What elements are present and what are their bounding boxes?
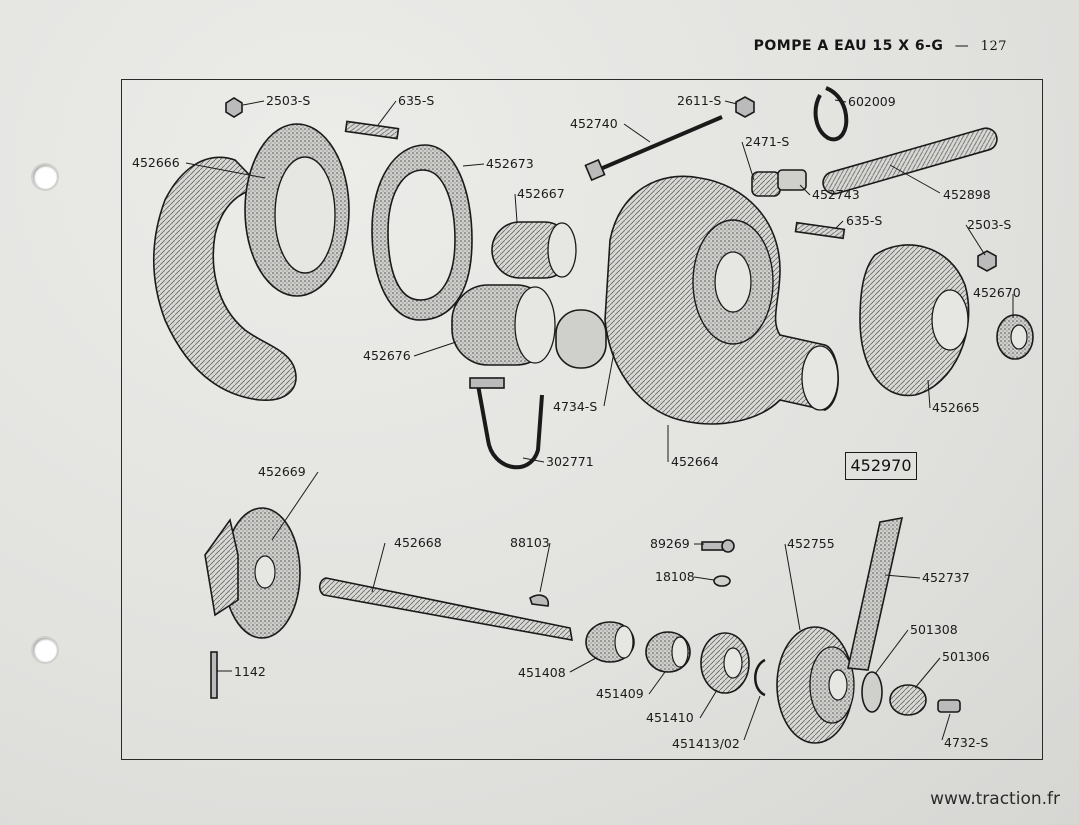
bushing-452667-bore [547, 222, 577, 278]
circlip-451413-02 [754, 658, 766, 697]
label-452666: 452666 [132, 155, 180, 170]
ring-451409-bore [671, 636, 689, 668]
nut-2611-s [735, 96, 755, 118]
label-452667: 452667 [517, 186, 565, 201]
drawing-frame [121, 79, 1043, 760]
label-501306: 501306 [942, 649, 990, 664]
page-title: POMPE A EAU 15 X 6-G [753, 38, 944, 54]
shaft-452668 [318, 577, 573, 641]
union-2471-s [751, 171, 781, 197]
label-452755: 452755 [787, 536, 835, 551]
nut-501306 [889, 684, 927, 716]
label-4732-s: 4732-S [944, 735, 988, 750]
label-2471-s: 2471-S [745, 134, 789, 149]
washer-18108 [713, 575, 731, 587]
part-labels: 2503-S 635-S 452666 452673 452740 2611-S… [132, 93, 1021, 751]
flange-bore [274, 156, 336, 274]
label-452737: 452737 [922, 570, 970, 585]
label-89269: 89269 [650, 536, 690, 551]
label-451413-02: 451413/02 [672, 736, 740, 751]
nut-2503-s-top [225, 97, 243, 118]
belt-452737 [847, 516, 904, 671]
cover-452665 [859, 244, 970, 397]
label-4734-s: 4734-S [553, 399, 597, 414]
label-452743: 452743 [812, 187, 860, 202]
sleeve-452676-bore [514, 286, 556, 364]
label-451409: 451409 [596, 686, 644, 701]
label-2503-s-right: 2503-S [967, 217, 1011, 232]
nut-2503-s-right [977, 250, 997, 272]
label-501308: 501308 [910, 622, 958, 637]
label-452664: 452664 [671, 454, 719, 469]
header-separator: — [954, 38, 970, 54]
clamp-302771-bolt [469, 377, 505, 389]
impeller-hub [254, 555, 276, 589]
label-602009: 602009 [848, 94, 896, 109]
impeller-vanes [204, 518, 239, 617]
label-302771: 302771 [546, 454, 594, 469]
binder-hole-top [33, 165, 57, 189]
page-number: 127 [980, 39, 1007, 54]
elbow-hose-452666 [152, 156, 297, 401]
hose-clip-602009 [813, 86, 849, 142]
key-88103 [529, 594, 550, 607]
ring-451408-bore [614, 625, 634, 659]
rod-452898 [822, 127, 998, 195]
bolt-452740-head [584, 158, 606, 182]
label-451408: 451408 [518, 665, 566, 680]
label-452676: 452676 [363, 348, 411, 363]
label-452668: 452668 [394, 535, 442, 550]
pulley-452755-bore [828, 669, 848, 701]
nut-452670-bore [1010, 324, 1028, 350]
label-452669: 452669 [258, 464, 306, 479]
bolt-452740 [597, 115, 723, 172]
watermark-url: www.traction.fr [930, 789, 1060, 809]
label-1142: 1142 [234, 664, 266, 679]
page-header: POMPE A EAU 15 X 6-G — 127 [754, 38, 1007, 54]
assembly-reference-box: 452970 [845, 452, 917, 480]
binder-hole-bottom [33, 638, 57, 662]
label-88103: 88103 [510, 535, 550, 550]
pump-body-bore [714, 251, 752, 313]
label-18108: 18108 [655, 569, 695, 584]
leader-lines [185, 99, 1014, 741]
gasket-452673 [371, 144, 473, 321]
pump-outlet [801, 345, 839, 411]
label-452740: 452740 [570, 116, 618, 131]
label-451410: 451410 [646, 710, 694, 725]
pin-1142 [210, 651, 218, 699]
label-2503-s-top: 2503-S [266, 93, 310, 108]
union-452743 [777, 169, 807, 191]
cover-452665-bore [931, 289, 969, 351]
clamp-302771 [476, 384, 544, 470]
label-452898: 452898 [943, 187, 991, 202]
label-635-s-top: 635-S [398, 93, 434, 108]
label-2611-s: 2611-S [677, 93, 721, 108]
label-635-s-right: 635-S [846, 213, 882, 228]
label-452665: 452665 [932, 400, 980, 415]
label-452670: 452670 [973, 285, 1021, 300]
gear-451410-bore [723, 647, 743, 679]
screw-89269-head [721, 539, 735, 553]
label-452673: 452673 [486, 156, 534, 171]
washer-501308 [861, 671, 883, 713]
fitting-4732-s [937, 699, 961, 713]
stud-635-s-right [794, 221, 846, 240]
drain-4734-s [555, 309, 607, 369]
stud-635-s-top [344, 120, 400, 140]
